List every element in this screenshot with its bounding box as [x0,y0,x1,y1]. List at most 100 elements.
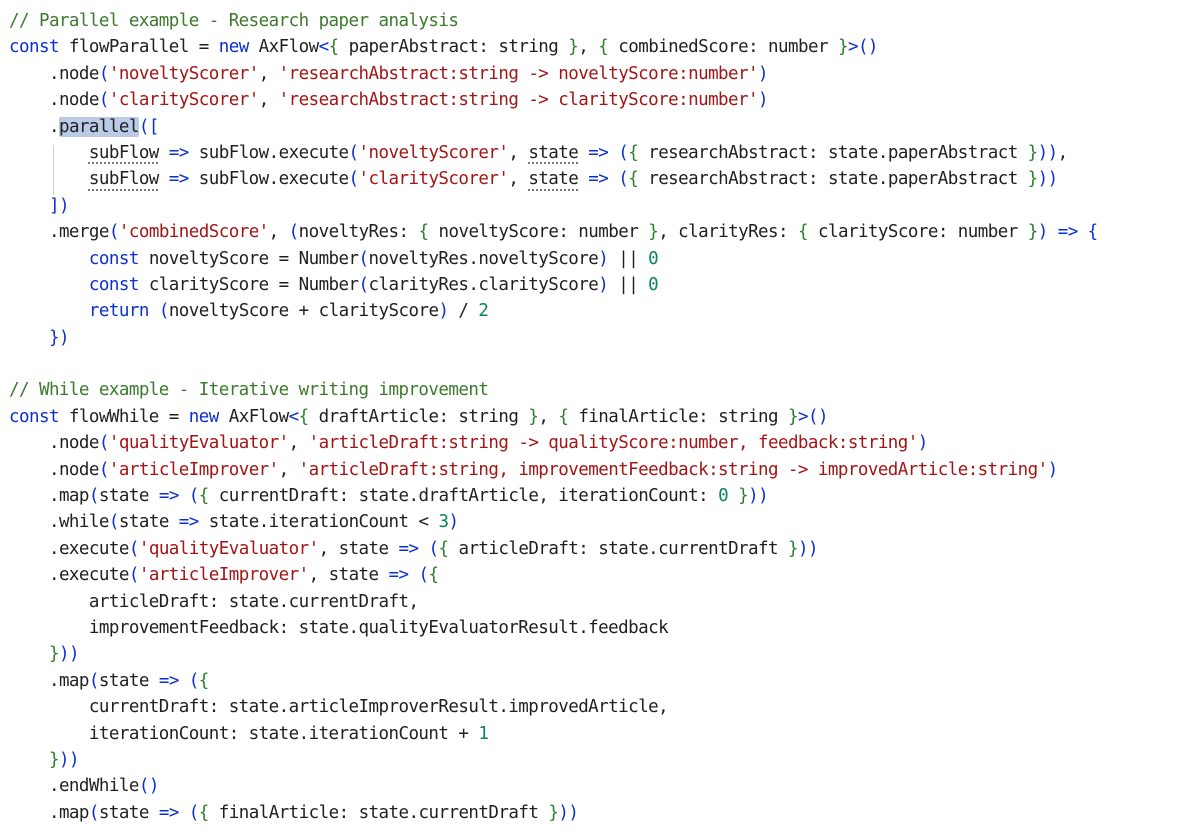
code-token-plain: || [608,248,649,269]
code-token-plain: state [338,538,389,559]
code-token-plain: .execute [48,538,129,559]
code-line[interactable]: .execute('articleImprover', state => ({ [9,562,1200,588]
code-line[interactable]: ]) [9,193,1200,219]
code-line[interactable]: .node('articleImprover', 'articleDraft:s… [9,457,1200,483]
code-line[interactable]: .parallel([ [9,114,1200,140]
code-token-string: 'articleDraft:string, improvementFeedbac… [298,459,1049,480]
code-token-plain: .node [48,433,99,454]
code-token-paren: )) [58,644,80,665]
code-line[interactable]: const flowWhile = new AxFlow<{ draftArti… [9,404,1200,430]
code-token-plain: , [308,565,329,586]
code-token-paren: ( [618,169,629,190]
code-token-brace: { [798,222,809,243]
code-line[interactable]: .node('qualityEvaluator', 'articleDraft:… [9,430,1200,456]
code-token-brace: { [198,802,210,823]
code-line[interactable]: .map(state => ({ currentDraft: state.dra… [9,483,1200,509]
code-token-brace: { [558,406,569,427]
code-line[interactable]: // Parallel example - Research paper ana… [9,8,1200,34]
code-token-arrow: => [148,670,189,691]
code-line[interactable]: subFlow => subFlow.execute('clarityScore… [9,166,1200,192]
code-token-paren: ( [98,63,110,84]
code-token-plain: state [328,565,379,586]
code-token-paren: ]) [48,195,70,216]
code-token-keyword: new [218,37,250,58]
code-token-string: 'combinedScore' [118,222,269,243]
code-token-string: 'researchAbstract:string -> noveltyScore… [278,63,759,84]
code-token-number: 0 [648,274,659,295]
code-line[interactable]: // While example - Iterative writing imp… [9,377,1200,403]
code-token-brace: } [548,802,559,823]
code-token-plain [728,486,738,506]
code-token-plain: noveltyScore: number [428,222,649,243]
code-line[interactable]: const flowParallel = new AxFlow<{ paperA… [9,34,1200,60]
code-token-plain: , [1057,142,1069,163]
code-line[interactable]: .node('clarityScorer', 'researchAbstract… [9,87,1200,113]
code-token-paren: ) [1047,142,1059,163]
code-token-plain: AxFlow [248,37,319,58]
code-line[interactable] [9,351,1200,377]
code-token-string: 'qualityEvaluator' [108,433,289,454]
code-line[interactable]: improvementFeedback: state.qualityEvalua… [9,615,1200,641]
code-token-brace: { [418,222,430,243]
code-token-plain: articleDraft: state.currentDraft [448,538,788,559]
code-line[interactable]: .while(state => state.iterationCount < 3… [9,509,1200,535]
code-line[interactable]: .map(state => ({ finalArticle: state.cur… [9,800,1200,826]
code-token-brace: } [738,486,749,507]
code-token-plain: .map [48,670,90,691]
code-token-brace: { [198,670,210,691]
code-line[interactable]: })) [9,641,1200,667]
code-token-paren: ( [618,142,629,163]
code-token-plain: noveltyScore + clarityScore [168,301,439,322]
code-line[interactable]: .execute('qualityEvaluator', state => ({… [9,536,1200,562]
code-line[interactable]: const noveltyScore = Number(noveltyRes.n… [9,246,1200,272]
code-token-paren: ( [348,169,360,190]
code-token-brace: { [598,37,609,58]
code-token-paren: ) [1047,169,1059,190]
code-token-number: 3 [438,512,449,533]
code-token-string: 'articleDraft:string -> qualityScore:num… [308,433,919,454]
code-line[interactable]: currentDraft: state.articleImproverResul… [9,694,1200,720]
code-token-plain: , clarityRes: [658,222,799,243]
code-token-paren: ( [348,142,360,163]
indent [9,275,89,295]
code-token-paren: ) [448,512,459,533]
code-line[interactable]: .map(state => ({ [9,668,1200,694]
code-token-string: 'noveltyScorer' [358,142,509,163]
code-token-plain: , [508,169,529,190]
code-token-string: 'clarityScorer' [358,169,509,190]
code-line[interactable]: const clarityScore = Number(clarityRes.c… [9,272,1200,298]
code-token-keyword: const [9,406,59,427]
code-token-plain: currentDraft: state.draftArticle, iterat… [208,486,719,507]
code-line[interactable]: subFlow => subFlow.execute('noveltyScore… [9,140,1200,166]
code-token-keyword: const [88,248,139,269]
code-line[interactable]: articleDraft: state.currentDraft, [9,589,1200,615]
indent [9,117,49,137]
code-token-arrow: => [148,486,189,507]
indent [9,143,89,163]
code-token-plain: state [98,670,149,691]
code-token-plain: . [48,116,60,137]
code-token-plain: clarityScore = Number [138,274,359,295]
code-token-paren: ( [128,565,140,586]
code-line[interactable]: return (noveltyScore + clarityScore) / 2 [9,298,1200,324]
code-token-keyword: const [9,37,59,58]
code-token-plain: , [288,433,309,454]
indent [9,592,89,612]
indent [9,512,49,532]
code-token-plain: finalArticle: state.currentDraft [208,802,549,823]
code-token-brace: } [788,538,799,559]
code-line[interactable]: iterationCount: state.iterationCount + 1 [9,721,1200,747]
code-line[interactable]: .node('noveltyScorer', 'researchAbstract… [9,61,1200,87]
code-token-plain: flowWhile = [58,406,189,427]
code-line[interactable]: }) [9,325,1200,351]
code-token-plain [149,301,159,321]
indent [9,486,49,506]
code-token-plain: , [538,406,559,427]
code-token-plain: clarityScore: number [808,222,1028,243]
code-line[interactable]: .endWhile() [9,773,1200,799]
code-line[interactable]: .merge('combinedScore', (noveltyRes: { n… [9,219,1200,245]
indent [9,565,49,585]
code-area[interactable]: // Parallel example - Research paper ana… [9,8,1200,826]
code-line[interactable]: })) [9,747,1200,773]
